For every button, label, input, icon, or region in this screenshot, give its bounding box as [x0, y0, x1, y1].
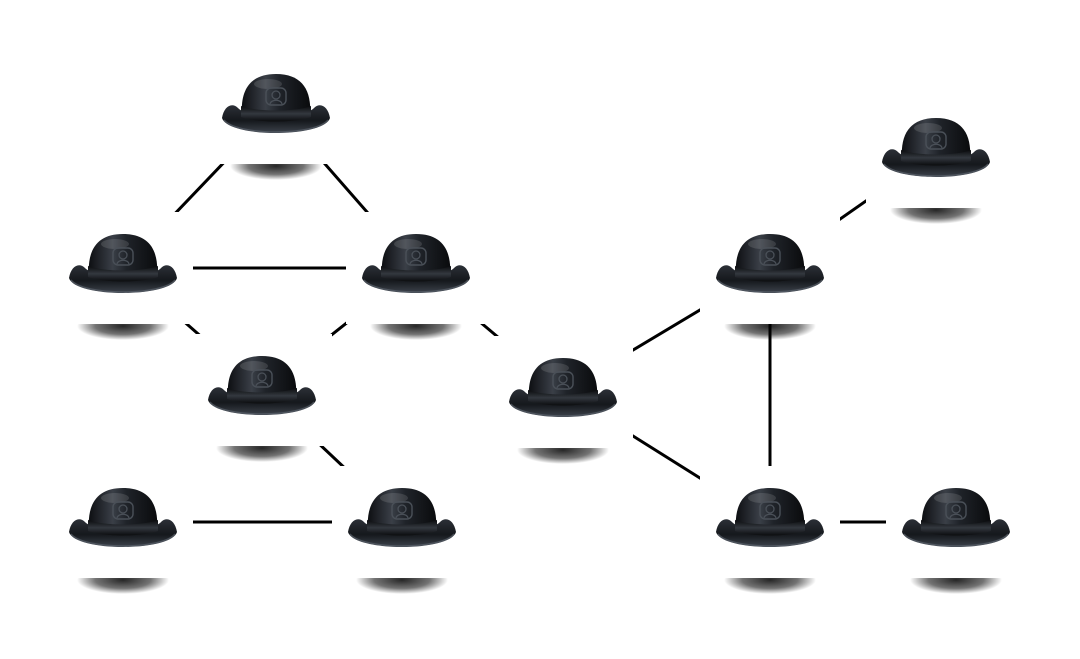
node-inner-left	[192, 334, 332, 462]
bowler-hat-icon	[362, 234, 470, 293]
bowler-hat-icon	[716, 488, 824, 547]
node-bottom-right	[886, 466, 1026, 594]
bowler-hat-icon	[509, 358, 617, 417]
node-bottom-left	[53, 466, 193, 594]
node-center-hub	[493, 336, 633, 464]
node-left-middle	[53, 212, 193, 340]
node-bottom-right-middle	[700, 466, 840, 594]
bowler-hat-icon	[208, 356, 316, 415]
bowler-hat-icon	[348, 488, 456, 547]
node-top-left-hub	[206, 52, 346, 180]
node-bottom-center-left	[332, 466, 472, 594]
bowler-hat-icon	[69, 488, 177, 547]
bowler-hat-icon	[69, 234, 177, 293]
node-right-middle	[700, 212, 840, 340]
nodes-layer	[53, 52, 1026, 594]
node-center-left	[346, 212, 486, 340]
bowler-hat-icon	[716, 234, 824, 293]
node-top-right	[866, 96, 1006, 224]
bowler-hat-icon	[902, 488, 1010, 547]
bowler-hat-icon	[882, 118, 990, 177]
bowler-hat-icon	[222, 74, 330, 133]
